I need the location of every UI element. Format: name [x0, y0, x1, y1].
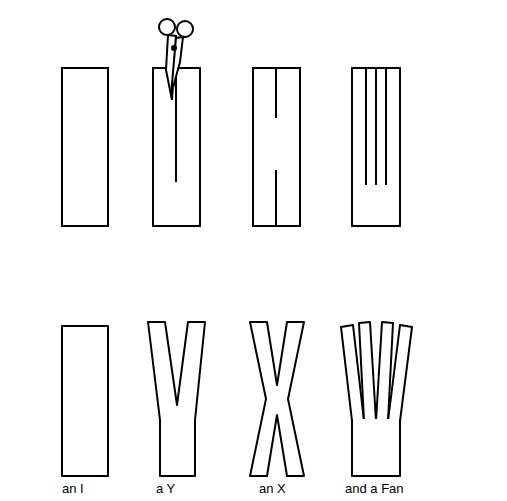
x-shape: [250, 322, 304, 476]
cut-line: [275, 170, 277, 226]
scissors-icon: [159, 19, 193, 100]
paper-strip: [253, 68, 300, 226]
cut-line: [375, 68, 377, 185]
paper-strip: [62, 68, 108, 226]
shape-label: a Y: [156, 482, 175, 495]
fan-base: [352, 420, 400, 476]
paper-strip: [153, 68, 200, 226]
shape-label: an I: [62, 482, 84, 495]
y-shape: [148, 322, 205, 476]
i-shape: [62, 326, 108, 476]
cut-line: [365, 68, 367, 185]
scissors-pivot: [172, 46, 176, 50]
shape-label: an X: [259, 482, 286, 495]
scissors-handle: [159, 19, 175, 35]
fan-strip: [359, 322, 376, 421]
scissors-handle: [177, 21, 193, 37]
cut-line: [275, 68, 277, 118]
cut-line: [385, 68, 387, 185]
paper-strips: [62, 68, 400, 226]
paper-strip: [352, 68, 400, 226]
cut-shapes: [62, 322, 412, 476]
shape-label: and a Fan: [345, 482, 404, 495]
fan-join: [353, 419, 399, 421]
fan-strip: [388, 325, 412, 421]
scissors-blade: [171, 37, 183, 95]
cut-line: [175, 68, 177, 182]
